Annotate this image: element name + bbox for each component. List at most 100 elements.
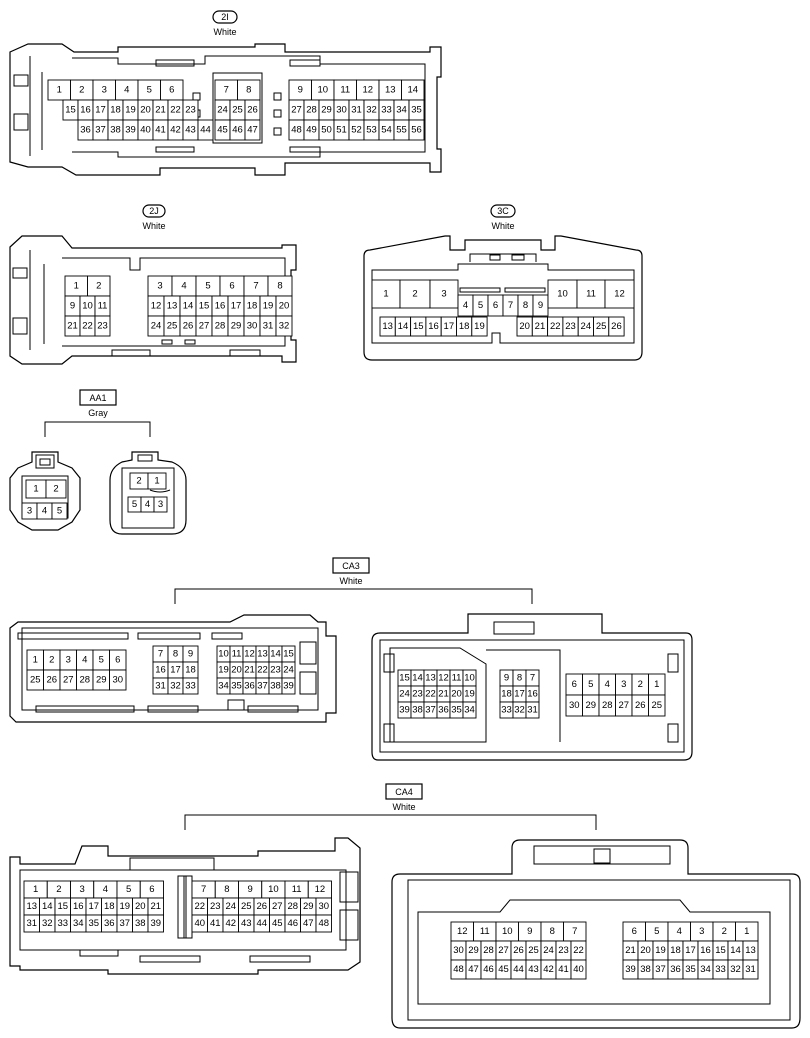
pin-number: 19	[474, 321, 485, 332]
connector-id-badge	[212, 10, 238, 24]
pin-number: 20	[140, 105, 151, 116]
pin-number: 34	[464, 705, 475, 716]
pin-number: 38	[270, 681, 281, 692]
pin-number: 31	[263, 321, 274, 332]
pin-number: 42	[170, 125, 181, 136]
pin-number: 23	[97, 321, 108, 332]
pin-number: 36	[104, 918, 115, 929]
pin-number: 11	[452, 673, 462, 684]
pin-number: 13	[385, 85, 396, 96]
pin-number: 29	[303, 901, 314, 912]
pin-number: 23	[270, 665, 281, 676]
pin-number: 43	[185, 125, 196, 136]
pin-number: 6	[169, 85, 174, 96]
pin-number: 35	[451, 705, 462, 716]
pin-number: 19	[125, 105, 136, 116]
connector-color: White	[491, 221, 514, 231]
pin-number: 7	[508, 300, 513, 311]
pin-number: 26	[611, 321, 622, 332]
pin-number: 46	[483, 964, 494, 975]
connector-bracket	[174, 588, 533, 604]
pin-number: 24	[399, 689, 410, 700]
pin-number: 35	[88, 918, 99, 929]
pin-number: 48	[318, 918, 329, 929]
pin-number: 11	[586, 289, 596, 300]
pin-cell	[462, 701, 477, 719]
pin-number: 45	[272, 918, 283, 929]
pin-number: 34	[700, 964, 711, 975]
pin-cell	[94, 315, 111, 337]
pin-number: 5	[205, 281, 210, 292]
pin-number: 19	[218, 665, 229, 676]
pin-number: 19	[655, 945, 666, 956]
pin-number: 31	[745, 964, 756, 975]
pin-number: 25	[30, 675, 41, 686]
pin-number: 20	[231, 665, 242, 676]
connector-id-badge	[142, 204, 166, 218]
pin-number: 1	[33, 484, 38, 495]
pin-number: 48	[291, 125, 302, 136]
pin-number: 31	[26, 918, 37, 929]
pin-number: 30	[318, 901, 329, 912]
pin-number: 18	[185, 665, 196, 676]
pin-number: 43	[241, 918, 252, 929]
pin-number: 30	[453, 945, 464, 956]
pin-number: 24	[151, 321, 162, 332]
pin-number: 20	[640, 945, 651, 956]
pin-cell	[608, 316, 625, 337]
pin-cell	[244, 119, 261, 141]
pin-number: 22	[550, 321, 561, 332]
pin-cell	[51, 502, 68, 520]
pin-number: 6	[632, 926, 637, 937]
pin-number: 17	[231, 301, 242, 312]
pin-number: 22	[194, 901, 205, 912]
pin-number: 1	[74, 281, 79, 292]
pin-number: 3	[79, 884, 84, 895]
pin-number: 22	[82, 321, 93, 332]
pin-number: 41	[210, 918, 221, 929]
pin-number: 6	[493, 300, 498, 311]
pin-number: 36	[80, 125, 91, 136]
pin-number: 12	[438, 673, 449, 684]
pin-number: 32	[170, 681, 181, 692]
connector-id-badge	[490, 204, 516, 218]
pin-number: 8	[246, 85, 251, 96]
pin-number: 18	[501, 689, 512, 700]
pin-number: 47	[303, 918, 314, 929]
pin-number: 45	[498, 964, 509, 975]
pin-number: 9	[298, 85, 303, 96]
pin-number: 2	[638, 679, 643, 690]
pin-number: 29	[321, 105, 332, 116]
pin-cell	[429, 279, 459, 309]
pin-number: 46	[232, 125, 243, 136]
pin-cell	[197, 119, 214, 141]
pin-number: 47	[468, 964, 479, 975]
pin-number: 21	[155, 105, 166, 116]
pin-number: 27	[272, 901, 283, 912]
pin-number: 33	[501, 705, 512, 716]
connector-bracket	[44, 421, 151, 437]
pin-number: 10	[557, 289, 568, 300]
pin-cell	[604, 279, 635, 309]
pin-number: 27	[291, 105, 302, 116]
pin-number: 28	[215, 321, 226, 332]
connector-id-box	[332, 557, 370, 574]
pin-number: 27	[618, 700, 629, 711]
pin-cell	[45, 479, 67, 499]
pin-number: 8	[523, 300, 528, 311]
pin-number: 7	[530, 673, 535, 684]
pin-number: 7	[201, 884, 206, 895]
pin-number: 9	[188, 649, 193, 660]
pin-number: 15	[413, 321, 424, 332]
pin-number: 23	[210, 901, 221, 912]
pin-number: 40	[194, 918, 205, 929]
pin-number: 24	[225, 901, 236, 912]
pin-number: 10	[218, 649, 229, 660]
pin-number: 9	[247, 884, 252, 895]
pin-number: 18	[104, 901, 115, 912]
pin-cell	[147, 914, 164, 933]
pin-number: 3	[157, 281, 162, 292]
